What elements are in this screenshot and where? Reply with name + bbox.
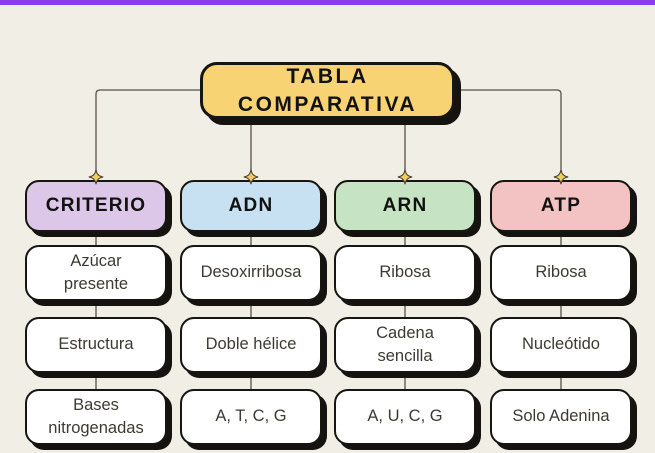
cell-atp-estructura: Nucleótido: [490, 317, 632, 373]
cell-atp-azucar: Ribosa: [490, 245, 632, 301]
cell-criterio-bases: Bases nitrogenadas: [25, 389, 167, 445]
header-box-adn: ADN: [180, 180, 322, 232]
cell-adn-bases: A, T, C, G: [180, 389, 322, 445]
cell-criterio-azucar: Azúcar presente: [25, 245, 167, 301]
cell-arn-azucar: Ribosa: [334, 245, 476, 301]
sparkle-diamond-icon: [88, 169, 104, 185]
title-line-2: COMPARATIVA: [237, 92, 418, 116]
header-label: ADN: [228, 195, 274, 216]
header-box-criterio: CRITERIO: [25, 180, 167, 232]
cell-atp-bases: Solo Adenina: [490, 389, 632, 445]
cell-arn-bases: A, U, C, G: [334, 389, 476, 445]
header-box-atp: ATP: [490, 180, 632, 232]
header-box-arn: ARN: [334, 180, 476, 232]
sparkle-diamond-icon: [397, 169, 413, 185]
sparkle-diamond-icon: [243, 169, 259, 185]
cell-criterio-estructura: Estructura: [25, 317, 167, 373]
title-box: TABLA COMPARATIVA: [200, 62, 455, 119]
header-label: CRITERIO: [45, 195, 147, 216]
cell-arn-estructura: Cadena sencilla: [334, 317, 476, 373]
cell-adn-azucar: Desoxirribosa: [180, 245, 322, 301]
top-accent-bar: [0, 0, 655, 5]
title-line-1: TABLA: [286, 65, 369, 89]
cell-adn-estructura: Doble hélice: [180, 317, 322, 373]
sparkle-diamond-icon: [553, 169, 569, 185]
header-label: ATP: [540, 195, 582, 216]
header-label: ARN: [382, 195, 428, 216]
